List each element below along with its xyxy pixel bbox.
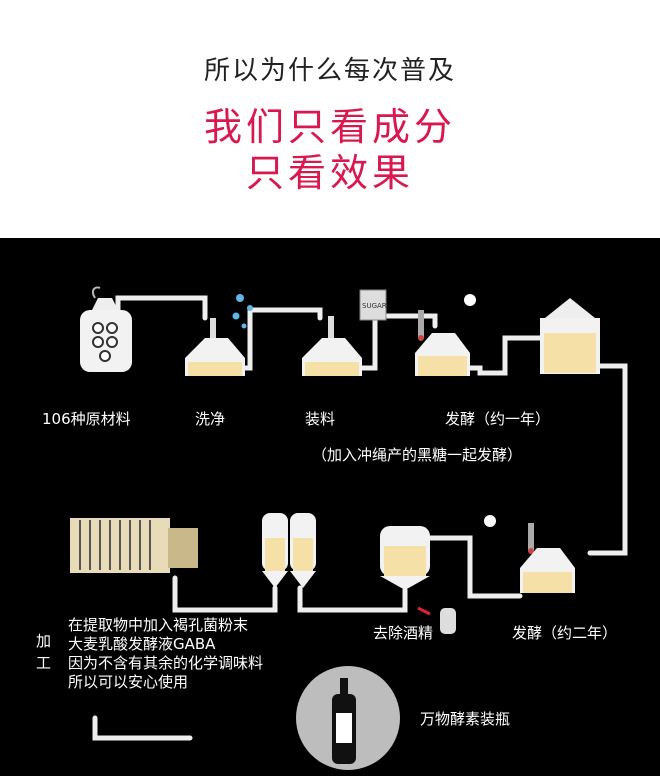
filter-press-icon — [70, 518, 198, 573]
processing-label: 加 工 — [36, 632, 52, 672]
process-illustration: SUGAR — [70, 286, 628, 770]
step-ferment-year1: 发酵（约一年） — [445, 410, 551, 428]
step-materials: 106种原材料 — [42, 410, 131, 428]
step-bottling: 万物酵素装瓶 — [420, 710, 511, 728]
processing-note-3: 因为不含有其余的化学调味料 — [68, 654, 264, 672]
headline-line1: 我们只看成分 — [203, 105, 456, 149]
materials-jar-icon — [80, 286, 132, 372]
alcohol-removal-tank-icon — [380, 526, 456, 634]
storage-tank-icon — [540, 298, 600, 374]
ferment-tank2-icon — [484, 515, 575, 593]
final-bottle-icon — [296, 666, 400, 770]
step-remove-alcohol: 去除酒精 — [373, 624, 434, 642]
step-load: 装料 — [305, 410, 336, 428]
ferment-tank1-icon — [415, 294, 476, 376]
headline-line2: 只看效果 — [245, 151, 414, 195]
silo-tanks-icon — [262, 513, 316, 588]
header: 所以为什么每次普及 我们只看成分 只看效果 — [0, 0, 660, 238]
processing-note-4: 所以可以安心使用 — [68, 673, 189, 691]
note-sugar: （加入冲绳产的黑糖一起发酵） — [312, 446, 523, 464]
processing-note-2: 大麦乳酸发酵液GABA — [68, 635, 216, 653]
processing-note-1: 在提取物中加入褐孔菌粉末 — [68, 616, 249, 634]
wash-tank-icon — [185, 294, 253, 376]
sugar-bag-label: SUGAR — [362, 302, 387, 310]
subtitle: 所以为什么每次普及 — [203, 56, 456, 86]
load-tank-icon: SUGAR — [302, 289, 387, 376]
step-wash: 洗净 — [195, 410, 226, 428]
process-diagram: SUGAR — [0, 238, 660, 776]
step-ferment-year2: 发酵（约二年） — [512, 624, 618, 642]
